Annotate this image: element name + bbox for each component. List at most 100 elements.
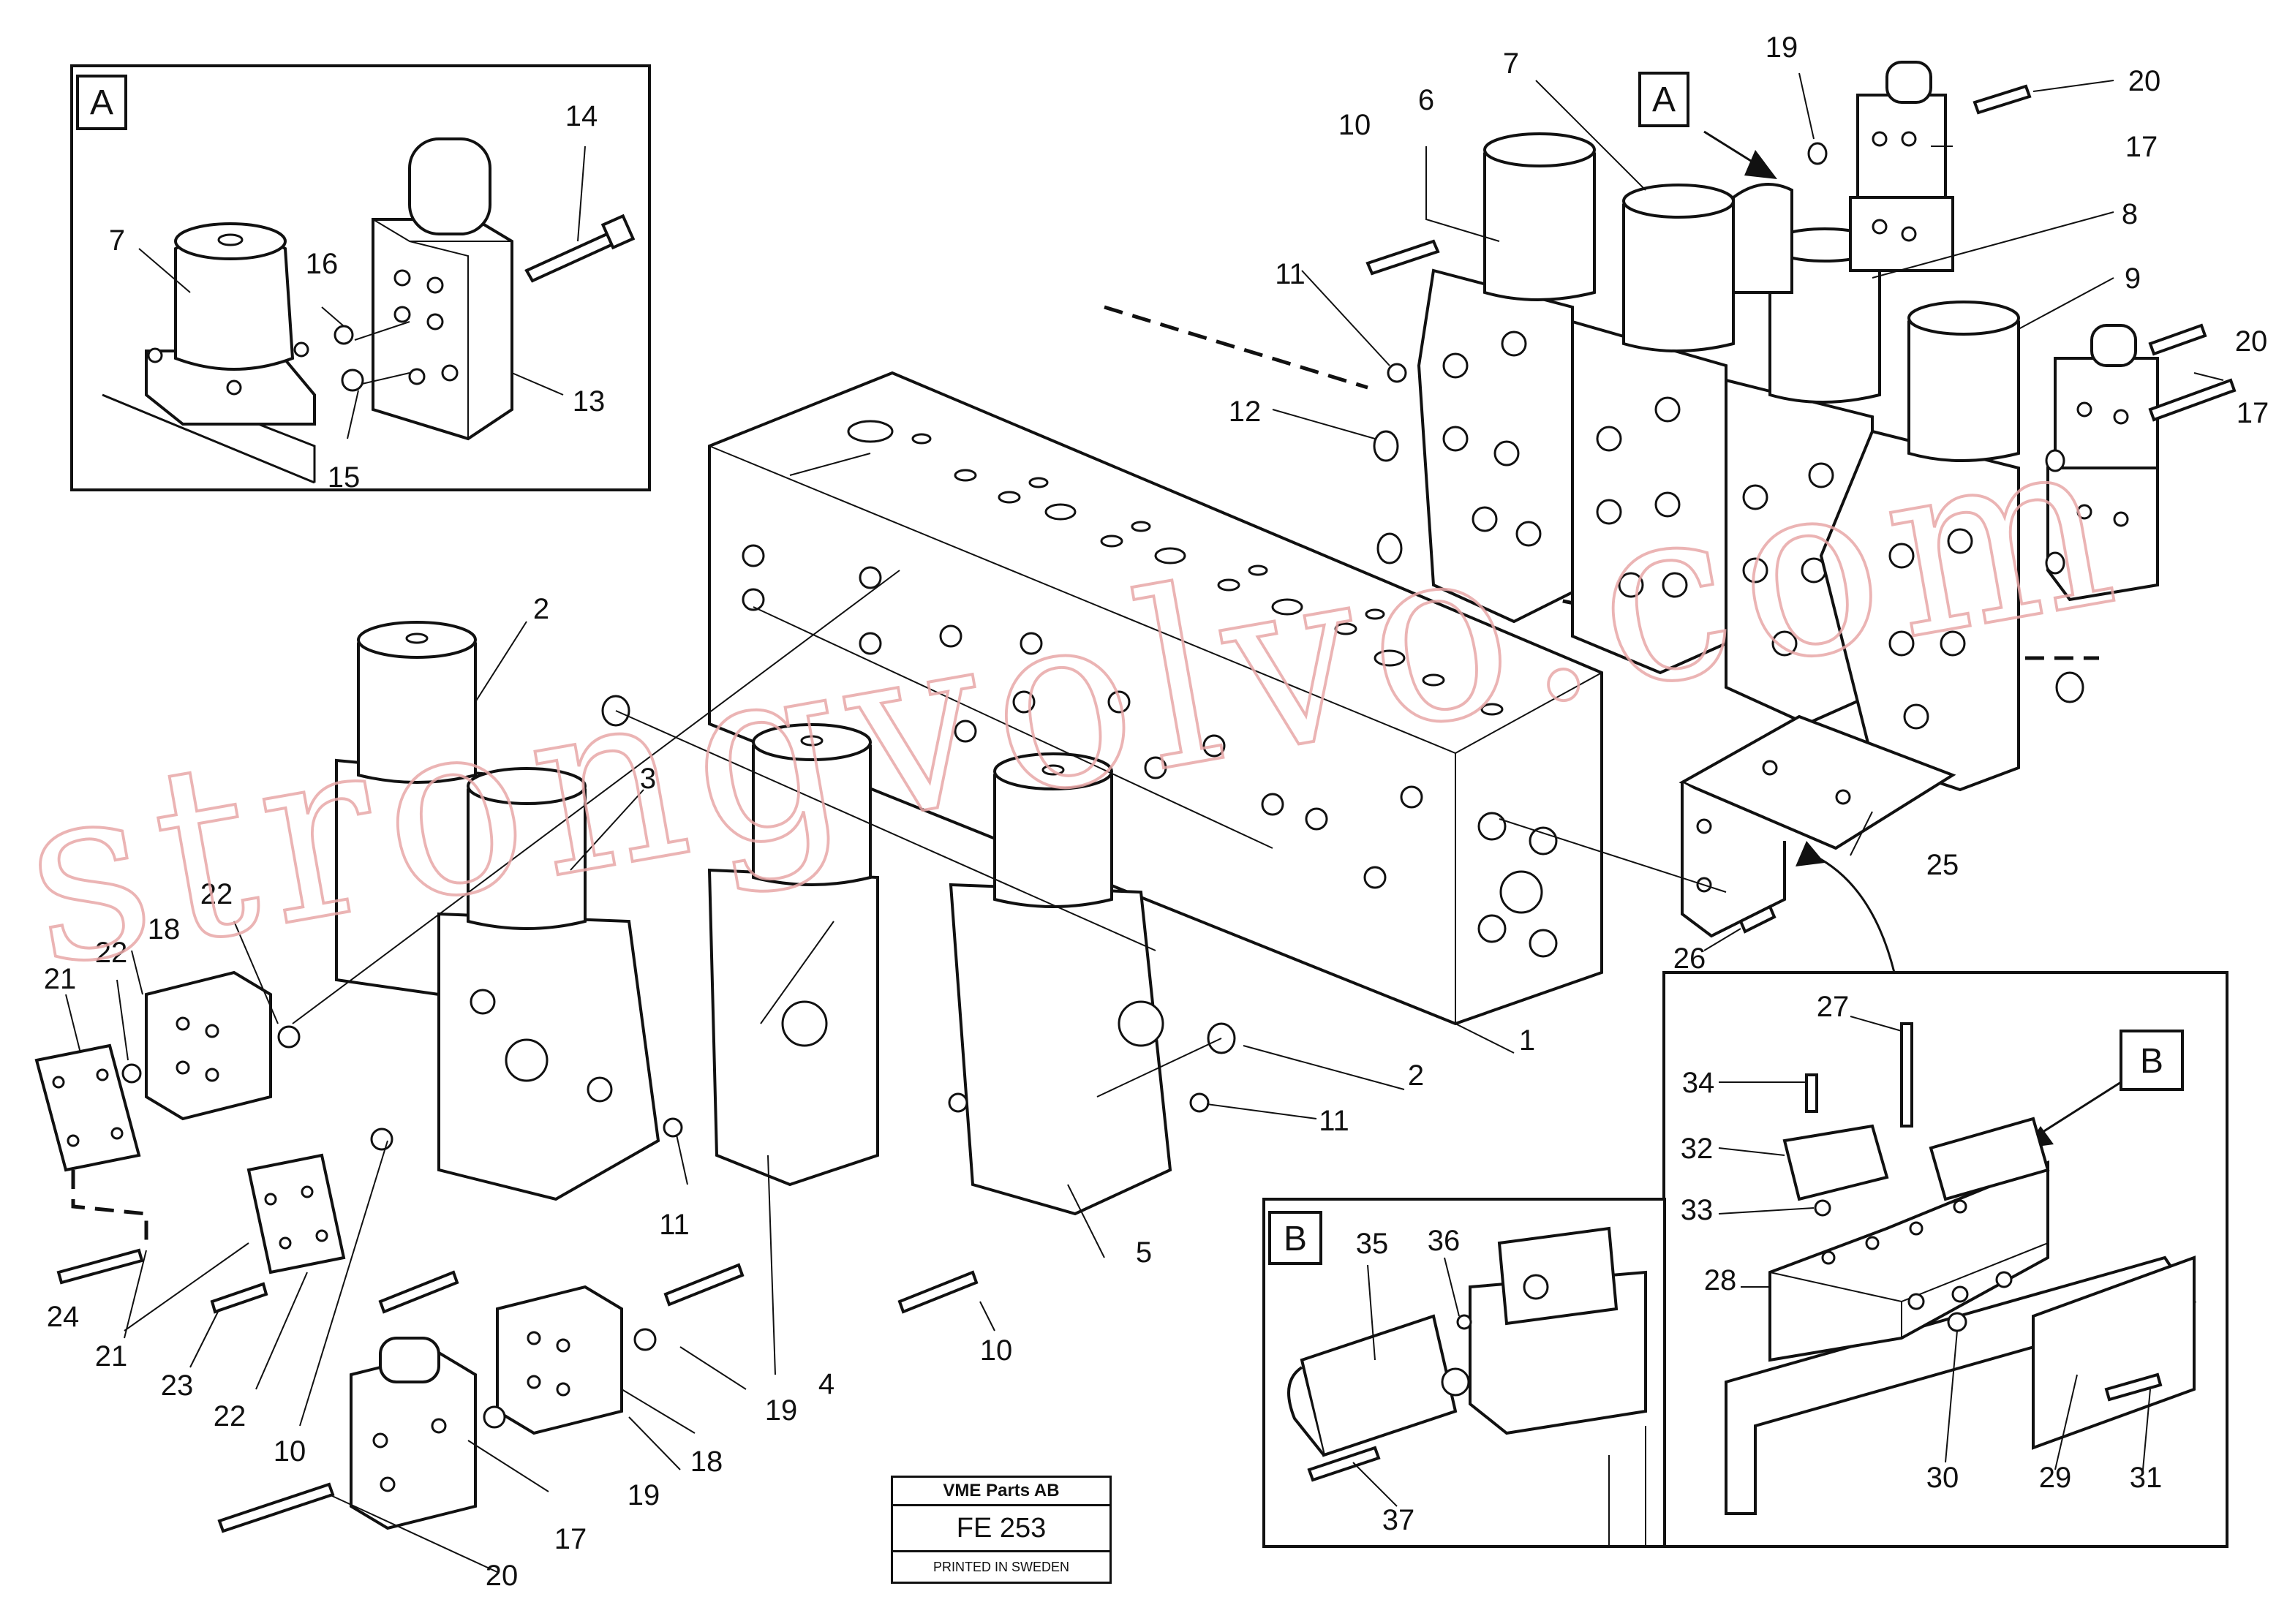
pilot-block-18-bottom: [496, 1285, 623, 1435]
valve-section-8: [1725, 227, 1881, 726]
tag-a-main: A: [1652, 80, 1676, 119]
manifold-28: [1768, 1160, 2049, 1362]
inset-a-seal-16: [334, 325, 354, 345]
title-printed-note: PRINTED IN SWEDEN: [932, 1560, 1069, 1574]
bolt-31: [2104, 1372, 2163, 1402]
callout-19-upper: 19: [1766, 31, 1798, 64]
bolt-10-left: [378, 1270, 459, 1314]
callout-19-bottom: 19: [628, 1479, 660, 1511]
arrow-to-detail-b: [1813, 854, 1896, 973]
callout-21-left: 21: [44, 963, 77, 995]
callout-8: 8: [2122, 198, 2138, 230]
valve-section-9: [1819, 301, 2020, 792]
callout-10-left: 10: [274, 1435, 306, 1468]
callout-9: 9: [2125, 263, 2141, 295]
callout-11-upper: 11: [1275, 258, 1305, 290]
bolt-27: [1900, 1022, 1913, 1128]
callout-17-right: 17: [2237, 397, 2269, 429]
callout-35: 35: [1356, 1228, 1389, 1260]
callout-27: 27: [1817, 991, 1850, 1023]
pilot-valve-17-right: [2046, 324, 2159, 602]
valve-section-5: [949, 752, 1172, 1216]
callout-7: 7: [1503, 48, 1519, 80]
oring-19-upper: [1807, 142, 1828, 165]
oring-lower-stack: [1376, 532, 1403, 564]
callout-7-inset: 7: [109, 224, 125, 257]
oring-36: [1456, 1314, 1472, 1330]
callout-23: 23: [161, 1370, 194, 1402]
callout-11-right: 11: [1319, 1105, 1349, 1137]
callout-5: 5: [1136, 1236, 1152, 1269]
valve-section-3: [437, 767, 660, 1201]
tag-b-main-box: [2120, 1030, 2184, 1091]
callout-31: 31: [2130, 1462, 2163, 1494]
callout-6: 6: [1418, 84, 1434, 116]
callout-15: 15: [328, 461, 361, 494]
inset-a: A: [70, 64, 651, 491]
valve-section-6: [1417, 132, 1596, 624]
cover-plate-21-left: [34, 1043, 141, 1172]
valve-section-a-cap: [1732, 183, 1793, 294]
callout-14: 14: [565, 100, 598, 132]
manifold-top-holes: [847, 420, 1504, 716]
bracket-25: [1678, 714, 1956, 938]
callout-10-lower: 10: [980, 1334, 1013, 1367]
tag-b-inset: B: [1284, 1220, 1307, 1258]
callout-36: 36: [1428, 1225, 1461, 1257]
callout-20-right: 20: [2235, 325, 2268, 358]
bolt-17-right: [2148, 378, 2237, 422]
callout-22-left: 22: [95, 937, 128, 969]
tag-a-main-box: [1638, 72, 1689, 127]
bolt-10-lower: [897, 1270, 979, 1314]
bolt-23: [210, 1282, 268, 1314]
callout-16: 16: [306, 248, 339, 280]
callout-17-upper: 17: [2125, 131, 2158, 163]
callout-10-upper: 10: [1338, 109, 1371, 141]
tag-b-inset-box: [1268, 1211, 1322, 1265]
bolt-20-right: [2148, 323, 2207, 356]
callout-26: 26: [1673, 943, 1706, 975]
bolt-37: [1307, 1446, 1381, 1482]
leader-lines: [65, 72, 2224, 1573]
solenoid-coil-35: [1300, 1314, 1458, 1457]
callout-1: 1: [1519, 1024, 1535, 1057]
pilot-valve-17-bottom: [350, 1337, 477, 1530]
inset-a-tag-box: [76, 75, 127, 130]
bolt-10-upper: [1365, 239, 1440, 276]
callout-11-center: 11: [659, 1209, 690, 1241]
callout-24: 24: [47, 1301, 80, 1333]
manifold-end-face-holes: [1477, 812, 1558, 958]
inset-a-solenoid-7: [145, 222, 316, 426]
callout-22-upper: 22: [200, 878, 233, 910]
callout-labels: 7 16 14 13 15 10 6 7 19 20 17 8 9 20 17 …: [44, 31, 2269, 1592]
callout-29: 29: [2039, 1462, 2072, 1494]
tag-b-main: B: [2140, 1042, 2163, 1081]
bolt-10-center: [663, 1263, 745, 1307]
block-32: [1782, 1124, 1889, 1201]
bolt-24: [56, 1248, 144, 1285]
callout-2-left: 2: [533, 593, 549, 625]
callout-21-center: 21: [95, 1340, 128, 1372]
callout-20-bottom: 20: [486, 1560, 519, 1592]
oring-stack-right: [2045, 449, 2065, 472]
title-block: VME Parts AB FE 253 PRINTED IN SWEDEN: [891, 1476, 1112, 1584]
oring-30: [1947, 1312, 1967, 1332]
bolt-20-bottom: [217, 1482, 335, 1533]
inset-a-frame: [70, 64, 651, 491]
callout-25: 25: [1926, 849, 1959, 881]
valve-stack-upper-right: [1104, 61, 2237, 792]
valve-section-4: [707, 723, 879, 1187]
manifold-block-1: [708, 371, 1603, 1026]
callout-18-bottom: 18: [690, 1446, 723, 1478]
callout-2-right: 2: [1408, 1060, 1424, 1092]
bolt-26: [1738, 904, 1777, 934]
callout-33: 33: [1681, 1194, 1714, 1226]
callout-3: 3: [640, 763, 656, 795]
callout-28: 28: [1704, 1264, 1737, 1296]
title-company: VME Parts AB: [893, 1478, 1109, 1506]
callout-30: 30: [1926, 1462, 1959, 1494]
valve-section-7: [1571, 184, 1735, 675]
bolt-34: [1805, 1073, 1818, 1113]
callout-19-center: 19: [765, 1394, 798, 1427]
